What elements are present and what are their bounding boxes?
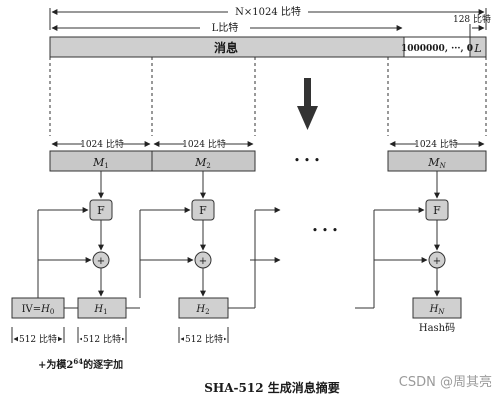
stage-n: F + — [373, 171, 449, 308]
length-field-dimension: 128 比特 — [453, 13, 491, 38]
state-size-dimension-2: 512 比特 — [77, 327, 127, 345]
chain-links — [64, 207, 374, 309]
state-size-label-3: 512 比特 — [185, 333, 223, 345]
hash-output-label: Hash码 — [419, 322, 455, 334]
footnote: +为模264的逐字加 — [38, 357, 123, 371]
hash-box-n: HN — [412, 297, 462, 319]
svg-text:H1: H1 — [93, 304, 107, 316]
state-size-label-2: 512 比特 — [83, 333, 121, 345]
total-length-dimension: N×1024 比特 — [49, 4, 487, 30]
svg-text:MN: MN — [427, 156, 446, 170]
svg-text:H2: H2 — [195, 304, 209, 316]
dashed-guides — [49, 57, 487, 136]
iv-box: IV=H0 — [11, 297, 65, 319]
state-size-dimension-3: 512 比特 — [178, 327, 229, 345]
block-size-dimension-n: 1024 比特 — [389, 137, 485, 150]
block-size-dimension-1: 1024 比特 — [51, 137, 151, 150]
svg-text:M2: M2 — [194, 156, 211, 170]
total-length-label: N×1024 比特 — [235, 6, 301, 18]
block-size-dimension-2: 1024 比特 — [153, 137, 254, 150]
watermark: CSDN @周其亮 — [399, 374, 492, 390]
stage-1: F + — [37, 171, 113, 298]
block-m1: M1 — [49, 150, 153, 172]
block-size-label-1: 1024 比特 — [80, 138, 124, 150]
function-label-2: F — [199, 204, 207, 217]
svg-text:IV=H0: IV=H0 — [22, 304, 55, 316]
padding-label: 1000000, ···, 0 — [401, 44, 473, 54]
length-field-size-label: 128 比特 — [453, 13, 491, 25]
adder-label-n: + — [433, 256, 441, 267]
block-mn: MN — [387, 150, 487, 172]
ellipsis-blocks: • • • — [294, 154, 320, 167]
hash-box-2: H2 — [178, 297, 229, 319]
caption: SHA-512 生成消息摘要 — [204, 380, 340, 395]
block-size-label-n: 1024 比特 — [414, 138, 458, 150]
message-label: 消息 — [214, 40, 238, 55]
block-size-label-2: 1024 比特 — [182, 138, 226, 150]
block-m2: M2 — [151, 150, 256, 172]
function-label-n: F — [433, 204, 441, 217]
ellipsis-stages: • • • — [312, 224, 338, 237]
big-down-arrow-icon — [297, 78, 318, 130]
adder-label-2: + — [199, 256, 207, 267]
svg-text:M1: M1 — [92, 156, 109, 170]
function-label-1: F — [97, 204, 105, 217]
state-size-dimension-1: 512 比特 — [11, 327, 65, 345]
stage-2: F + — [139, 171, 215, 298]
length-field-label: L — [473, 42, 481, 55]
l-length-label: L比特 — [212, 22, 239, 34]
l-length-dimension: L比特 — [51, 20, 403, 34]
adder-label-1: + — [97, 256, 105, 267]
message-bar: 消息 1000000, ···, 0 L — [49, 36, 487, 58]
svg-text:HN: HN — [429, 304, 446, 316]
state-size-label-1: 512 比特 — [19, 333, 57, 345]
hash-box-1: H1 — [77, 297, 127, 319]
